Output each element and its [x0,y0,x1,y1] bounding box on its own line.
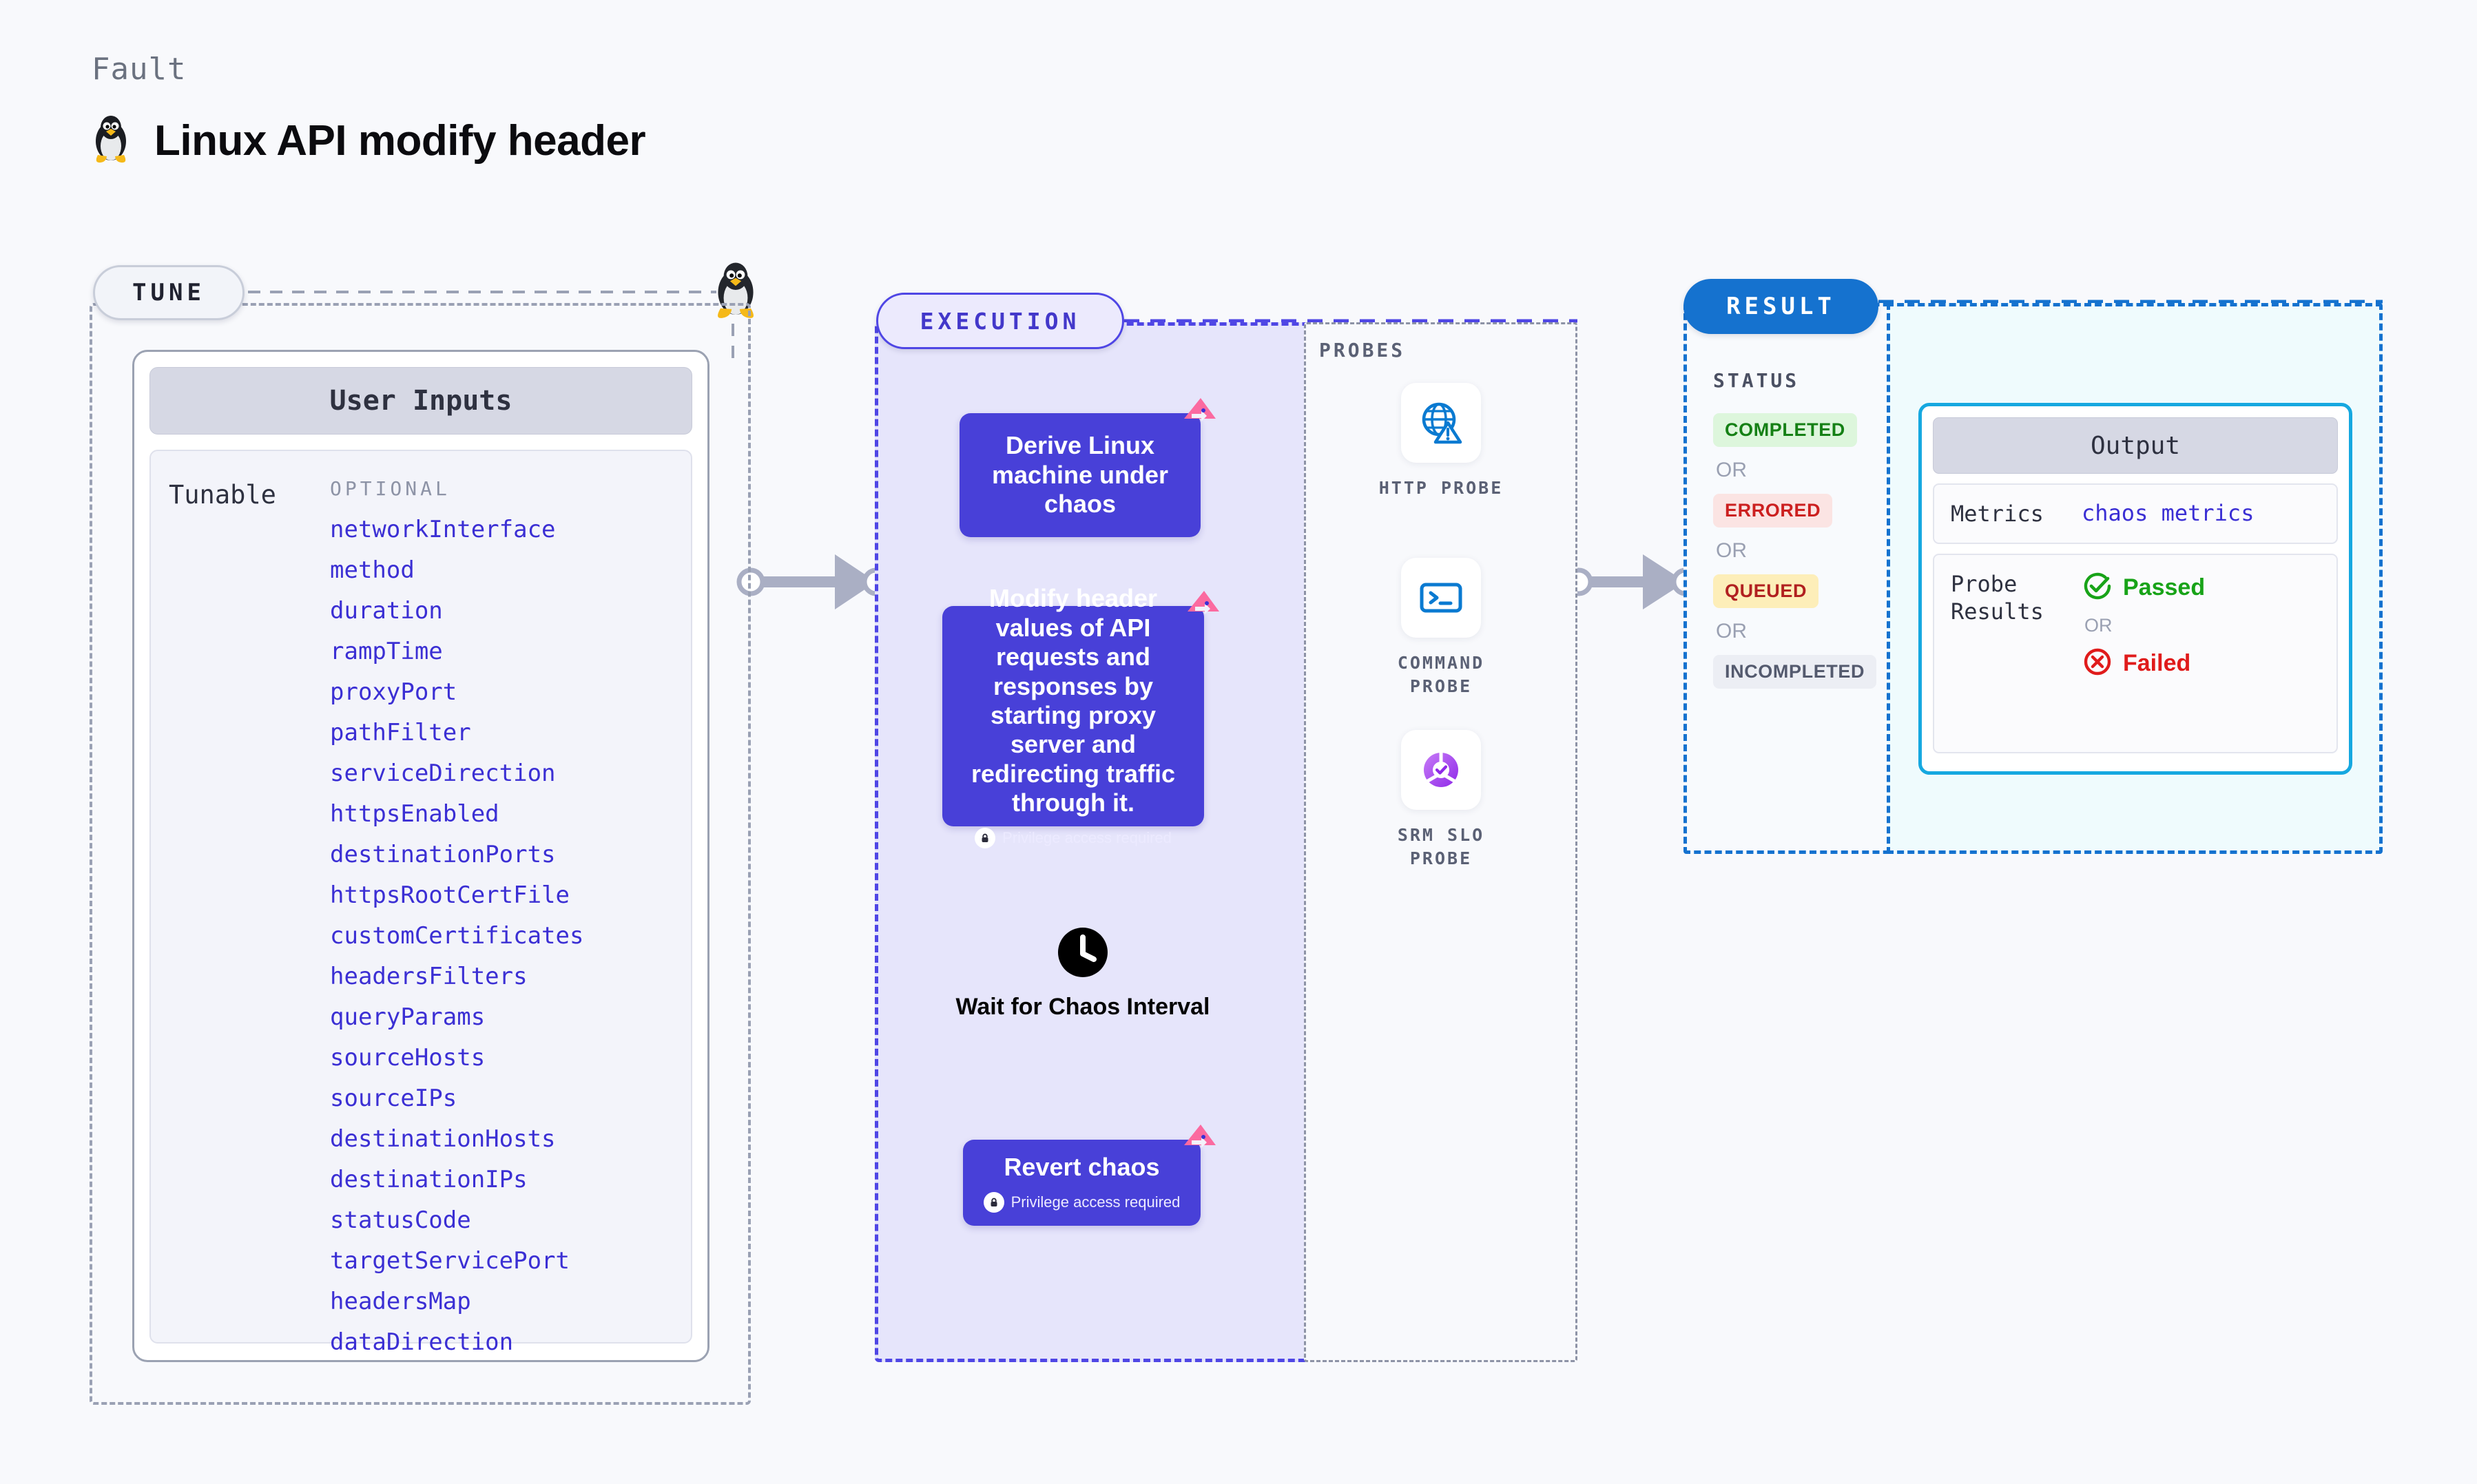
tunable-item[interactable]: duration [330,597,443,625]
status-badge: QUEUED [1713,574,1819,608]
execution-node-revert-chaos[interactable]: Revert chaos Privilege access required [963,1125,1216,1226]
probe-command[interactable]: COMMAND PROBE [1372,558,1510,698]
wait-for-chaos-interval: Wait for Chaos Interval [938,926,1227,1021]
user-inputs-body: Tunable OPTIONAL networkInterface method d… [149,450,692,1354]
globe-warning-icon [1401,383,1481,463]
execution-node-derive-machine[interactable]: Derive Linux machine under chaos [960,398,1216,537]
passed-label: Passed [2123,574,2206,600]
chaos-revert-icon [1180,395,1219,437]
probe-srm-slo[interactable]: SRM SLO PROBE [1372,730,1510,870]
tunable-item[interactable]: dataDirection [330,1328,514,1356]
tune-pill[interactable]: TUNE [93,265,245,320]
output-card: Output Metrics chaos metrics Probe Resul… [1918,403,2352,775]
terminal-icon [1401,558,1481,638]
connector-tune-to-execution [736,554,891,609]
x-circle-icon [2082,646,2113,681]
status-badge: ERRORED [1713,494,1833,527]
probes-title: PROBES [1319,339,1406,362]
optional-tag: OPTIONAL [330,477,450,500]
output-title: Output [1933,417,2338,474]
clock-icon [1057,926,1109,982]
tunable-item[interactable]: networkInterface [330,516,556,543]
lock-icon [975,827,996,848]
check-circle-icon [2082,570,2113,605]
execution-node-modify-header[interactable]: Modify header values of API requests and… [942,584,1219,848]
metrics-key: Metrics [1951,501,2044,527]
tunable-item[interactable]: destinationHosts [330,1125,556,1153]
tunable-item[interactable]: method [330,556,415,584]
status-list: COMPLETED OR ERRORED OR QUEUED OR INCOMPLETED [1713,413,1878,689]
probe-result-passed: Passed [2082,570,2205,605]
probe-result-or: OR [2084,615,2113,636]
probe-label: SRM SLO PROBE [1397,825,1485,868]
privilege-notice: Privilege access required [983,1191,1181,1213]
wait-label: Wait for Chaos Interval [955,994,1210,1020]
status-badge: COMPLETED [1713,413,1857,447]
execution-node-label: Revert chaos [1004,1153,1160,1182]
status-or-separator: OR [1716,539,1747,562]
tunable-item[interactable]: targetServicePort [330,1247,570,1275]
tunable-item[interactable]: httpsEnabled [330,800,499,828]
tunable-item[interactable]: queryParams [330,1003,486,1031]
probe-label: COMMAND PROBE [1397,653,1485,696]
failed-label: Failed [2123,650,2191,676]
page-title: Linux API modify header [154,117,646,165]
slo-donut-check-icon [1401,730,1481,810]
tunable-item[interactable]: sourceIPs [330,1085,457,1112]
fault-kicker: Fault [92,52,187,87]
status-badge: INCOMPLETED [1713,655,1877,689]
tunable-item[interactable]: sourceHosts [330,1044,486,1072]
linux-tux-icon [90,114,132,168]
output-probe-results-row: Probe Results Passed OR [1933,554,2338,753]
connector-execution-to-result [1564,554,1700,609]
tunable-item[interactable]: destinationPorts [330,841,556,868]
result-pill[interactable]: RESULT [1683,279,1878,334]
privilege-text: Privilege access required [1002,828,1172,846]
status-or-separator: OR [1716,620,1747,642]
privilege-notice: Privilege access required [975,827,1172,848]
tunable-item[interactable]: customCertificates [330,922,584,950]
probe-results-values: Passed OR Failed [2082,570,2205,681]
privilege-text: Privilege access required [1011,1193,1181,1211]
tune-region [90,303,751,1405]
fault-title-row: Linux API modify header [90,114,646,168]
probe-label: HTTP PROBE [1378,478,1504,498]
execution-node-label: Modify header values of API requests and… [971,584,1176,817]
tunable-item[interactable]: proxyPort [330,678,457,706]
status-or-separator: OR [1716,459,1747,481]
tunable-item[interactable]: pathFilter [330,719,471,746]
chaos-revert-icon [1180,1122,1219,1164]
execution-pill[interactable]: EXECUTION [876,293,1124,349]
tunable-group-label: Tunable [169,480,276,510]
output-metrics-row: Metrics chaos metrics [1933,483,2338,544]
probes-region [1304,322,1577,1362]
tunable-item[interactable]: statusCode [330,1206,471,1234]
tunable-item[interactable]: headersMap [330,1288,471,1315]
tunable-item[interactable]: httpsRootCertFile [330,881,570,909]
chaos-revert-icon [1183,588,1222,630]
probe-results-key: Probe Results [1951,571,2044,625]
lock-icon [983,1191,1004,1213]
status-title: STATUS [1713,369,1800,392]
tunable-item[interactable]: destinationIPs [330,1166,528,1193]
user-inputs-card: User Inputs Tunable OPTIONAL networkInte… [132,350,709,1362]
tunable-list: OPTIONAL networkInterface method duration r… [330,477,691,1354]
probe-http[interactable]: HTTP PROBE [1372,383,1510,500]
tunable-item[interactable]: serviceDirection [330,760,556,787]
metrics-value[interactable]: chaos metrics [2082,500,2255,526]
tunable-item[interactable]: headersFilters [330,963,528,990]
probe-result-failed: Failed [2082,646,2205,681]
user-inputs-title: User Inputs [149,367,692,435]
execution-node-label: Derive Linux machine under chaos [991,431,1169,519]
tunable-item[interactable]: rampTime [330,638,443,665]
